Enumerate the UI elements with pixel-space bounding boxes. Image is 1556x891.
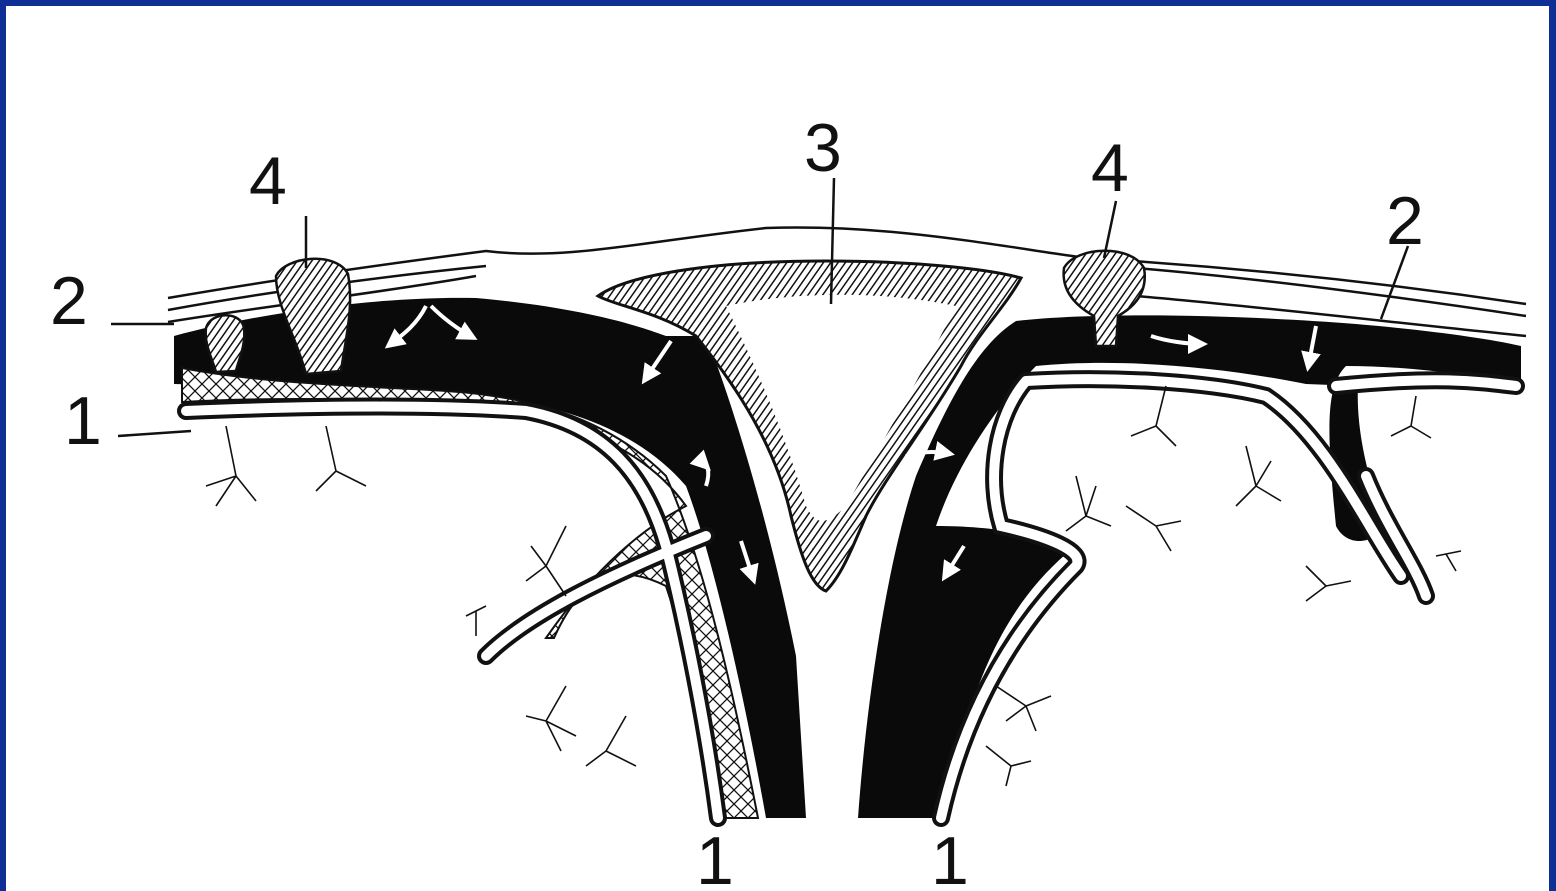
anatomy-diagram: 2 1 4 3 4 2 1 1 — [6, 6, 1549, 891]
label-3-center: 3 — [804, 110, 842, 186]
label-1-bottom-right: 1 — [931, 823, 969, 891]
label-4-right: 4 — [1091, 130, 1129, 206]
label-1-bottom-left: 1 — [696, 823, 734, 891]
label-1-left: 1 — [64, 383, 102, 459]
label-2-left: 2 — [50, 263, 88, 339]
diagram-frame: 2 1 4 3 4 2 1 1 — [6, 6, 1549, 891]
label-4-left: 4 — [249, 143, 287, 219]
label-2-right: 2 — [1386, 183, 1424, 259]
